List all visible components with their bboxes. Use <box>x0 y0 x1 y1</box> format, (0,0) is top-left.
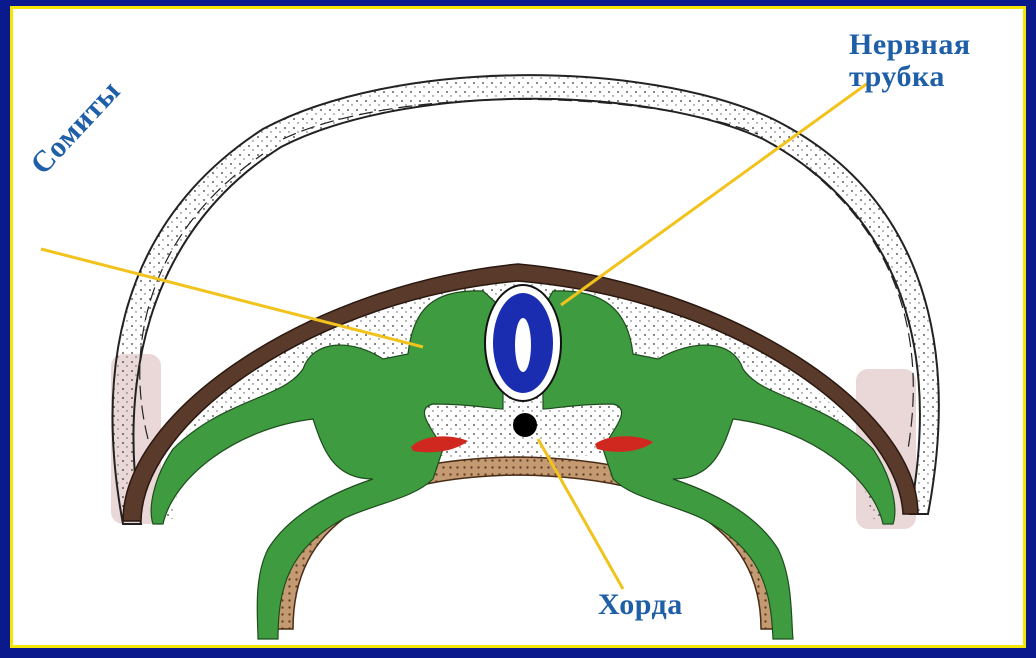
endoderm <box>273 457 781 629</box>
diagram-frame: Нервная трубка Сомиты Хорда <box>10 6 1026 648</box>
neural-canal <box>515 318 531 372</box>
chorda <box>513 413 537 437</box>
neural-tube-label: Нервная трубка <box>849 29 1026 92</box>
embryo-cross-section <box>13 9 1026 648</box>
chorda-label: Хорда <box>598 589 683 621</box>
